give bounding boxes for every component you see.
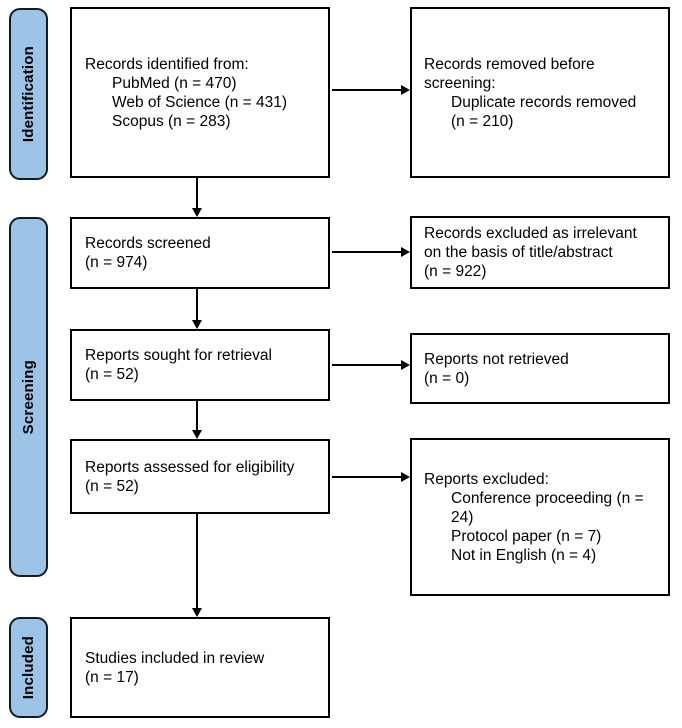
stage-label-screening: Screening	[20, 359, 37, 435]
stage-bar-identification: Identification	[9, 8, 48, 180]
box-text-line: PubMed (n = 470)	[112, 74, 237, 92]
arrowhead-down-icon	[192, 320, 202, 329]
box-text-line: Records identified from:	[85, 55, 249, 73]
box-text-line: (n = 922)	[424, 263, 487, 280]
stage-label-identification: Identification	[20, 45, 37, 143]
box-text-line: Conference proceeding (n =	[451, 489, 644, 507]
stage-label-included: Included	[20, 635, 37, 700]
box-text-line: Records screened	[85, 235, 211, 252]
arrowhead-right-icon	[401, 247, 410, 257]
arrowhead-down-icon	[192, 208, 202, 217]
box-text-line: Scopus (n = 283)	[112, 112, 231, 130]
box-studies-included: Studies included in review (n = 17)	[70, 617, 330, 718]
box-text-line: Not in English (n = 4)	[451, 546, 597, 564]
box-text-line: screening:	[424, 74, 496, 92]
box-records-removed: Records removed before screening: Duplic…	[410, 7, 670, 178]
box-text-line: (n = 974)	[85, 254, 148, 271]
box-text-line: (n = 17)	[85, 668, 139, 686]
arrowhead-down-icon	[192, 608, 202, 617]
box-text-line: Protocol paper (n = 7)	[451, 527, 602, 545]
box-text-line: (n = 0)	[424, 369, 470, 387]
box-text-line: Studies included in review	[85, 649, 265, 667]
arrowhead-right-icon	[401, 472, 410, 482]
box-reports-assessed: Reports assessed for eligibility (n = 52…	[70, 439, 330, 514]
box-text-line: Reports sought for retrieval	[85, 347, 272, 364]
box-records-identified: Records identified from: PubMed (n = 470…	[70, 7, 330, 178]
box-text-line: Records removed before	[424, 55, 595, 73]
box-text-line: Reports not retrieved	[424, 350, 569, 368]
stage-bar-screening: Screening	[9, 217, 48, 577]
box-reports-excluded: Reports excluded: Conference proceeding …	[410, 438, 670, 596]
box-text-line: Reports assessed for eligibility	[85, 458, 295, 476]
box-reports-sought: Reports sought for retrieval (n = 52)	[70, 329, 330, 401]
box-text-line: (n = 210)	[451, 112, 514, 130]
box-text-line: 24)	[451, 508, 474, 526]
box-text-line: (n = 52)	[85, 477, 139, 495]
box-reports-not-retrieved: Reports not retrieved (n = 0)	[410, 333, 670, 404]
arrowhead-right-icon	[401, 85, 410, 95]
box-text-line: (n = 52)	[85, 366, 139, 383]
box-records-excluded-irrelevant: Records excluded as irrelevant on the ba…	[410, 216, 670, 289]
box-text-line: Duplicate records removed	[451, 93, 637, 111]
box-records-screened: Records screened (n = 974)	[70, 217, 330, 289]
stage-bar-included: Included	[9, 617, 48, 718]
arrowhead-down-icon	[192, 430, 202, 439]
arrowhead-right-icon	[401, 360, 410, 370]
box-text-line: Web of Science (n = 431)	[112, 93, 288, 111]
box-text-line: Reports excluded:	[424, 470, 549, 488]
box-text-line: Records excluded as irrelevant	[424, 225, 637, 242]
box-text-line: on the basis of title/abstract	[424, 244, 613, 261]
